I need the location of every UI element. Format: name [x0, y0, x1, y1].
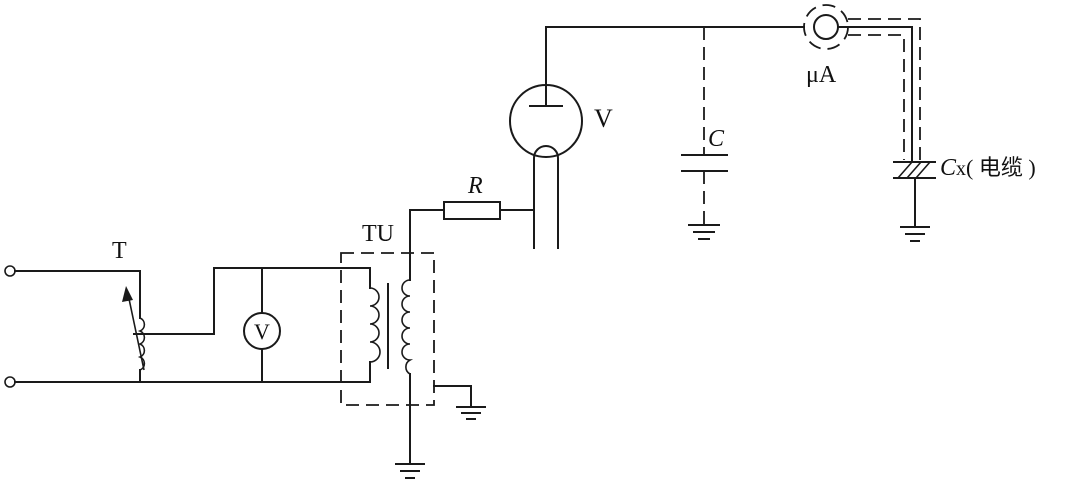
label-rectifier-V: V	[594, 104, 613, 133]
label-cable-Cx: Cx( 电缆 )	[940, 155, 1036, 181]
tu-secondary-coil	[401, 279, 414, 375]
autotransformer-arrow	[127, 293, 145, 371]
wire-input-top	[14, 270, 141, 319]
microammeter	[813, 14, 839, 40]
label-capacitor-C: C	[708, 126, 725, 152]
input-terminal-top	[4, 265, 16, 277]
rectifier-anode	[529, 26, 563, 107]
wire-enclosure-ground	[433, 385, 472, 408]
rectifier-cathode	[533, 145, 559, 249]
tu-primary-coil	[369, 287, 381, 363]
resistor-R	[443, 201, 501, 220]
cable-shield-inner	[848, 34, 905, 160]
cable-shield-outer	[848, 18, 921, 160]
label-resistor-R: R	[467, 173, 483, 199]
ground-symbol-cable	[900, 226, 930, 242]
label-voltmeter-V: V	[254, 319, 270, 344]
label-transformer-T: T	[112, 238, 127, 264]
autotransformer-coil	[137, 317, 146, 371]
voltmeter	[243, 312, 281, 350]
label-test-transformer-TU: TU	[362, 221, 394, 247]
ground-symbol-capacitor	[688, 224, 720, 240]
cable-lead	[837, 26, 913, 163]
tu-shield-enclosure	[340, 252, 435, 406]
ground-symbol-enclosure	[456, 406, 486, 420]
input-terminal-bottom	[4, 376, 16, 388]
label-microammeter: μA	[806, 62, 837, 88]
wire-autotransformer-tap	[133, 267, 371, 335]
autotransformer-arrowhead	[122, 286, 133, 302]
cable-capacitor-hatching	[897, 161, 931, 179]
ground-symbol-secondary	[395, 463, 425, 479]
